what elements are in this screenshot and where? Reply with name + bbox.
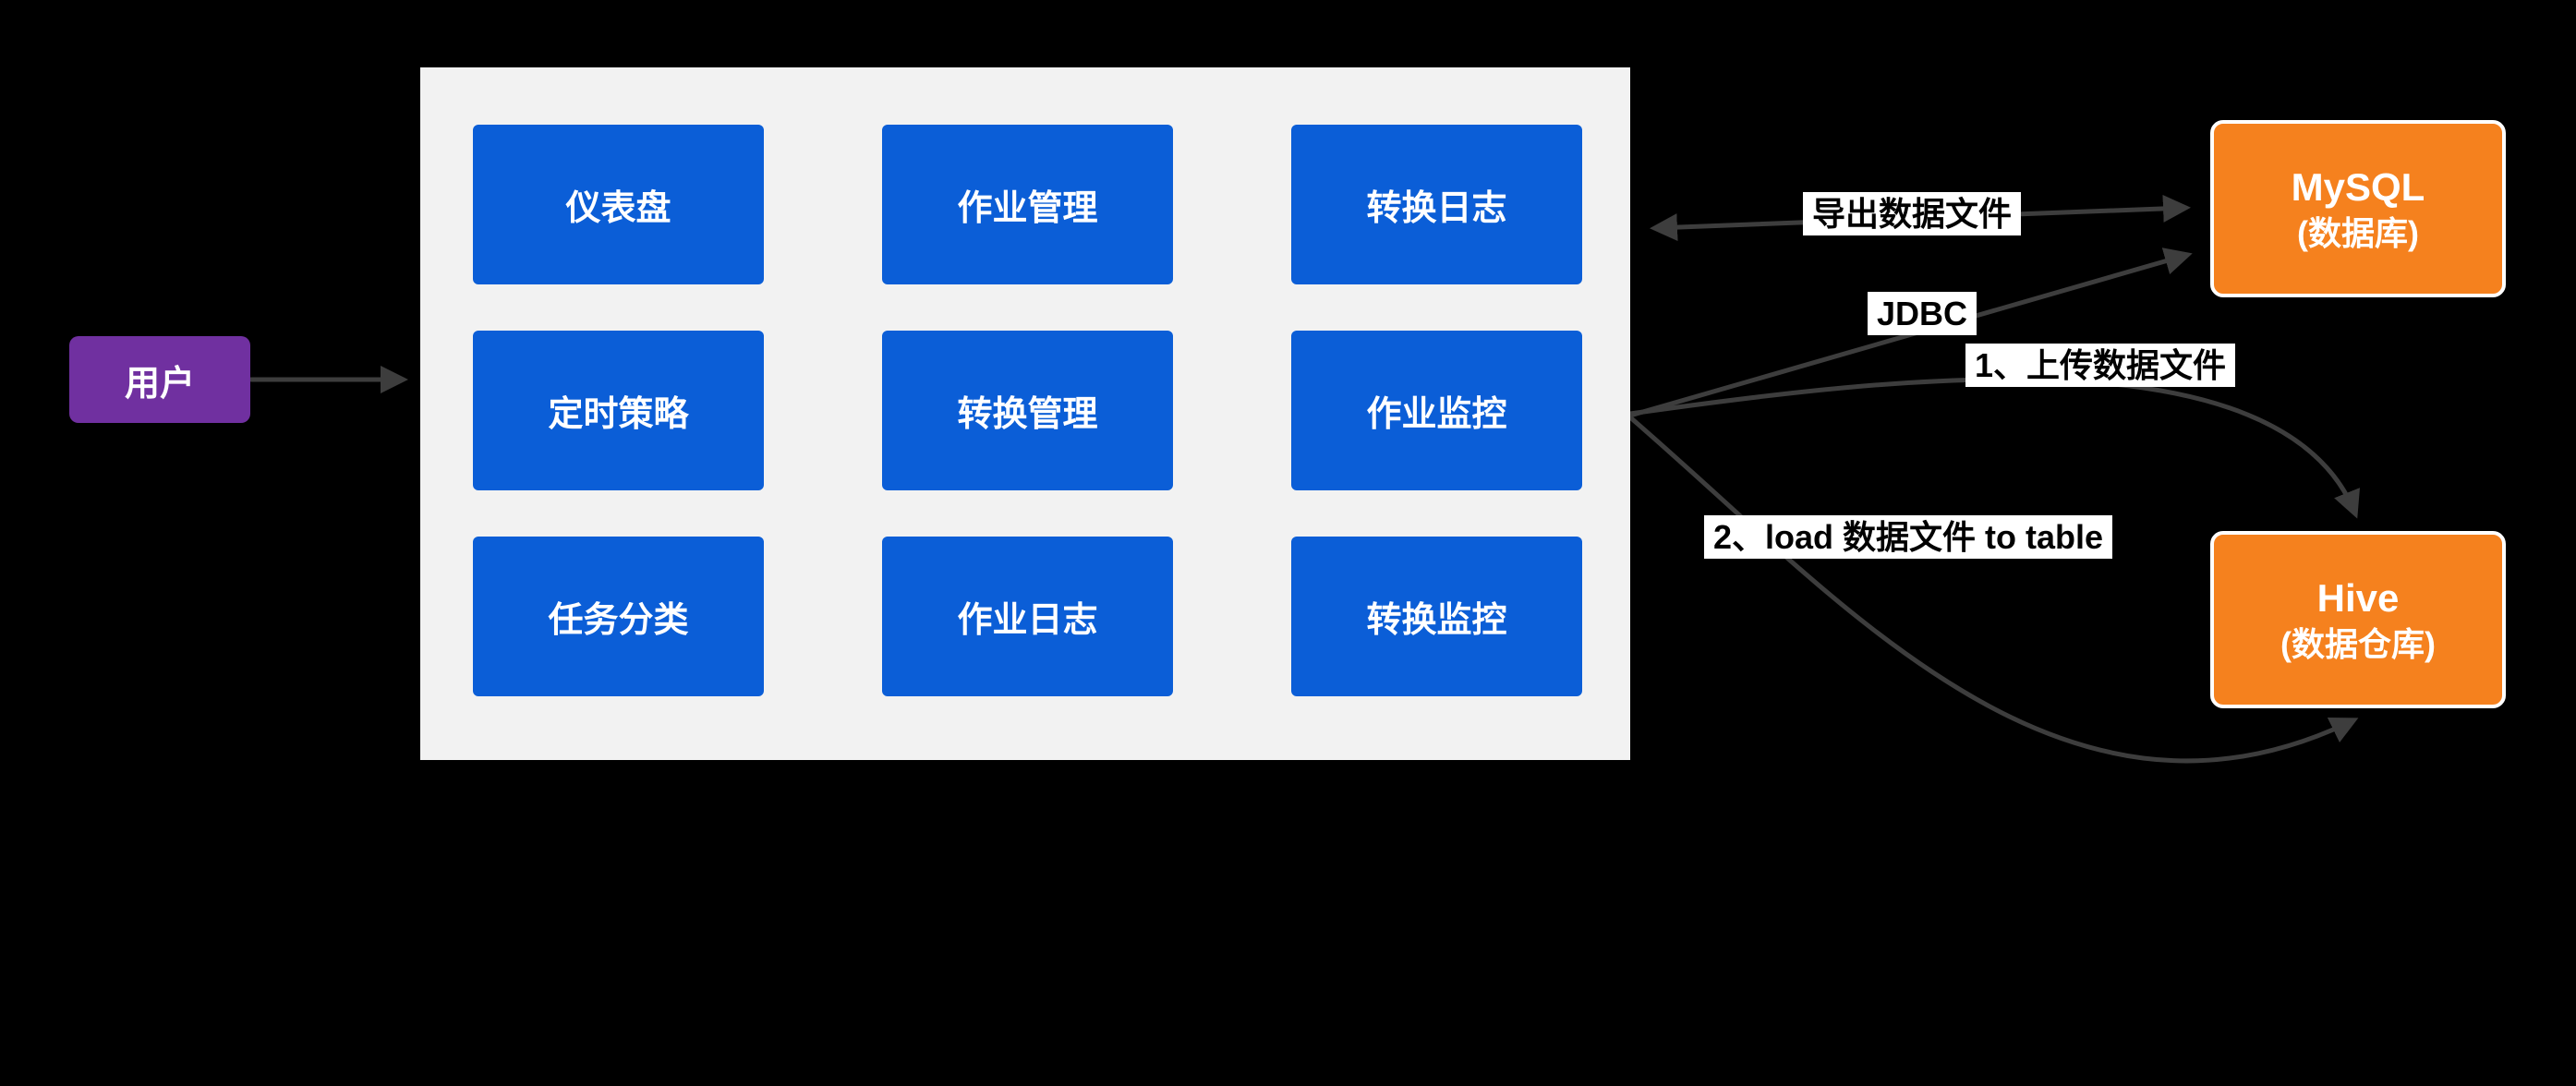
module-dashboard: 仪表盘 (473, 125, 764, 284)
mysql-title: MySQL (2291, 165, 2425, 210)
module-schedule-policy: 定时策略 (473, 331, 764, 490)
arrow-upload-file (1627, 377, 2360, 519)
mysql-subtitle: (数据库) (2297, 213, 2419, 252)
module-transform-monitor: 转换监控 (1291, 537, 1582, 696)
hive-node: Hive (数据仓库) (2210, 531, 2506, 708)
mysql-node: MySQL (数据库) (2210, 120, 2506, 297)
label-jdbc: JDBC (1868, 292, 1977, 336)
module-job-management: 作业管理 (882, 125, 1173, 284)
hive-title: Hive (2316, 576, 2400, 621)
hive-subtitle: (数据仓库) (2280, 624, 2436, 663)
platform-panel: 仪表盘 作业管理 转换日志 定时策略 转换管理 作业监控 任务分类 作业日志 转… (420, 67, 1630, 760)
module-task-category: 任务分类 (473, 537, 764, 696)
label-upload-step: 1、上传数据文件 (1965, 344, 2236, 388)
label-load-step: 2、load 数据文件 to table (1704, 515, 2113, 560)
label-export-data-file: 导出数据文件 (1803, 192, 2022, 236)
module-job-monitor: 作业监控 (1291, 331, 1582, 490)
module-job-log: 作业日志 (882, 537, 1173, 696)
user-node: 用户 (69, 336, 250, 423)
module-transform-log: 转换日志 (1291, 125, 1582, 284)
module-transform-management: 转换管理 (882, 331, 1173, 490)
